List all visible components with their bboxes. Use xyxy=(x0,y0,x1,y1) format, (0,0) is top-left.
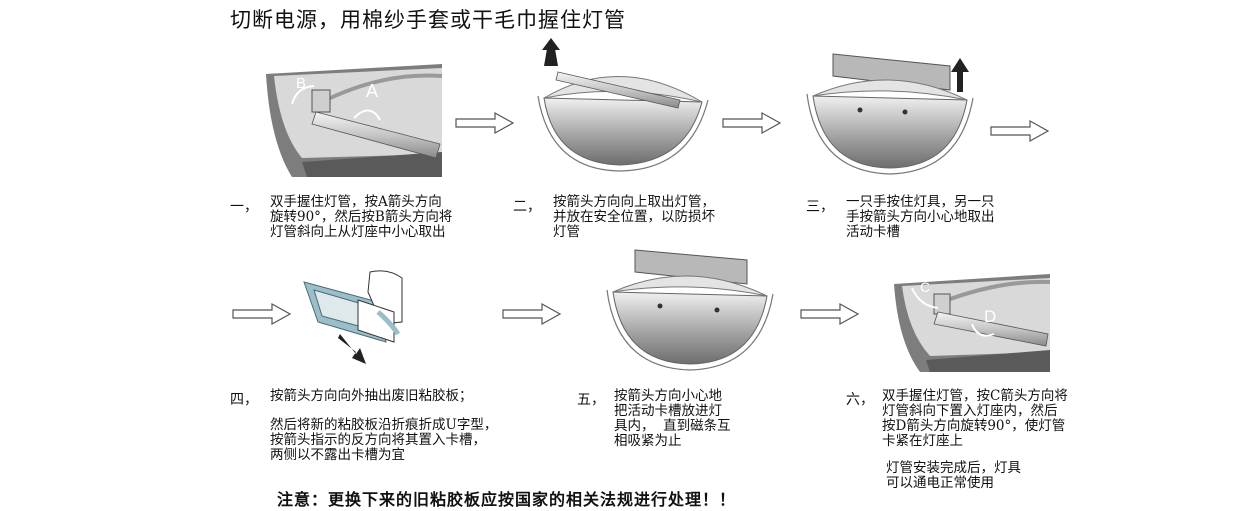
flow-arrow-icon xyxy=(455,111,515,135)
step1-text: 双手握住灯管，按A箭头方向 旋转90°，然后按B箭头方向将 灯管斜向上从灯座中小… xyxy=(270,194,453,240)
flow-arrow-icon xyxy=(232,302,292,326)
step2-text: 按箭头方向向上取出灯管， 并放在安全位置，以防损坏 灯管 xyxy=(553,194,715,240)
label-b: B xyxy=(296,75,306,92)
label-d: D xyxy=(984,307,996,326)
step1-number: 一， xyxy=(230,199,258,215)
disposal-note: 注意：更换下来的旧粘胶板应按国家的相关法规进行处理！！ xyxy=(277,490,737,509)
step4-number: 四， xyxy=(230,392,258,408)
label-a: A xyxy=(366,81,378,101)
step4-text-continued: 然后将新的粘胶板沿折痕折成U字型， 按箭头指示的反方向将其置入卡槽， 两侧以不露… xyxy=(270,417,498,463)
flow-arrow-icon xyxy=(502,302,562,326)
step2-number: 二， xyxy=(513,199,541,215)
step1-illustration: B A xyxy=(266,64,443,177)
step2-illustration xyxy=(537,38,709,172)
step6-text-continued: 灯管安装完成后，灯具 可以通电正常使用 xyxy=(886,460,1021,491)
step3-text: 一只手按住灯具，另一只 手按箭头方向小心地取出 活动卡槽 xyxy=(846,194,995,240)
flow-arrow-icon xyxy=(800,302,860,326)
label-c: C xyxy=(920,279,930,295)
step3-number: 三， xyxy=(806,199,834,215)
step5-illustration xyxy=(606,249,774,371)
step5-number: 五， xyxy=(577,392,605,408)
step5-text: 按箭头方向小心地 把活动卡槽放进灯 具内， 直到磁条互 相吸紧为止 xyxy=(614,388,731,449)
page-title: 切断电源，用棉纱手套或干毛巾握住灯管 xyxy=(230,8,626,32)
step4-illustration xyxy=(303,270,403,364)
step6-number: 六， xyxy=(846,392,874,408)
step4-text: 按箭头方向向外抽出废旧粘胶板； xyxy=(270,388,473,404)
flow-arrow-icon xyxy=(722,111,782,135)
step6-illustration: C D xyxy=(894,274,1051,372)
step3-illustration xyxy=(806,53,974,175)
step6-text: 双手握住灯管，按C箭头方向将 灯管斜向下置入灯座内，然后 按D箭头方向旋转90°… xyxy=(882,388,1068,449)
flow-arrow-icon xyxy=(990,119,1050,143)
